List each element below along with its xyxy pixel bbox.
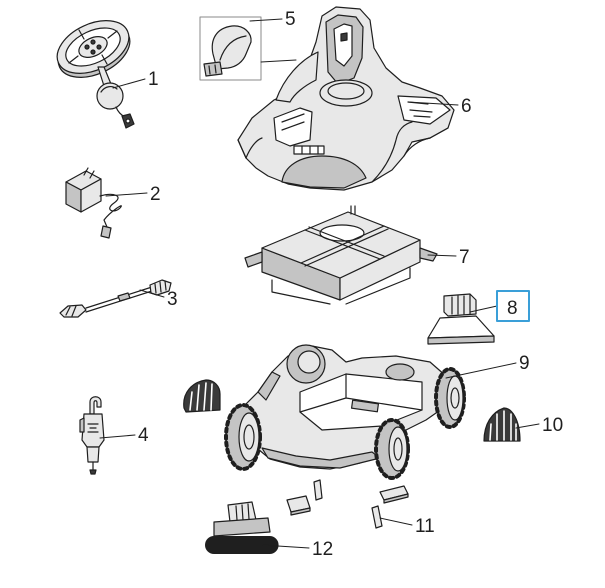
callout-8[interactable]: 8 bbox=[507, 298, 518, 319]
remote-control-part bbox=[56, 20, 135, 129]
top-housing-part bbox=[237, 6, 455, 191]
callout-8-selection-box bbox=[496, 290, 530, 322]
left-wheel-cover-part bbox=[183, 379, 221, 413]
filter-cover-frame bbox=[199, 16, 262, 81]
callout-10[interactable]: 10 bbox=[542, 415, 563, 436]
front-right-wheel bbox=[374, 418, 410, 480]
callout-3[interactable]: 3 bbox=[167, 289, 178, 310]
chassis-part bbox=[224, 344, 466, 480]
brush-part bbox=[205, 501, 279, 554]
wheel-cover-part bbox=[483, 407, 521, 442]
callout-2[interactable]: 2 bbox=[150, 184, 161, 205]
callout-7[interactable]: 7 bbox=[459, 247, 470, 268]
callout-11[interactable]: 11 bbox=[415, 516, 435, 537]
filter-cover-part bbox=[203, 25, 252, 77]
scraper-part bbox=[427, 293, 495, 345]
clip-part bbox=[79, 396, 105, 475]
power-supply-part bbox=[65, 167, 122, 239]
callout-9[interactable]: 9 bbox=[519, 353, 530, 374]
callout-5[interactable]: 5 bbox=[285, 9, 296, 30]
callout-4[interactable]: 4 bbox=[138, 425, 149, 446]
cable-part bbox=[59, 279, 172, 318]
front-left-wheel bbox=[224, 403, 262, 471]
callout-6[interactable]: 6 bbox=[461, 96, 472, 117]
callout-12[interactable]: 12 bbox=[312, 539, 333, 560]
callout-1[interactable]: 1 bbox=[148, 69, 159, 90]
leader-lines bbox=[99, 18, 540, 549]
small-clips-part bbox=[286, 479, 409, 529]
rear-right-wheel bbox=[434, 367, 466, 429]
filter-tray-part bbox=[244, 205, 438, 305]
